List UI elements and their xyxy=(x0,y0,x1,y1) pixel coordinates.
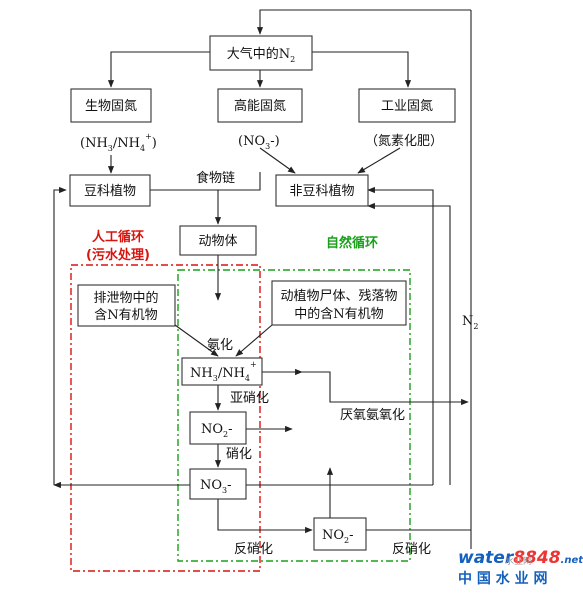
artificial-cycle-title: 人工循环 xyxy=(92,229,144,245)
svg-text:中的含N有机物: 中的含N有机物 xyxy=(294,306,383,322)
high-energy-product: (NO3-) xyxy=(238,134,280,151)
svg-text:NO3-: NO3- xyxy=(200,478,232,495)
node-non-legume-plants: 非豆科植物 xyxy=(275,174,369,207)
ammonification-label: 氨化 xyxy=(207,338,233,353)
node-plant-remains-organic-n: 动植物尸体、残落物 中的含N有机物 xyxy=(271,280,407,326)
food-chain-label: 食物链 xyxy=(196,170,235,186)
svg-text:大气中的N2: 大气中的N2 xyxy=(227,46,295,64)
node-excreta-organic-n: 排泄物中的 含N有机物 xyxy=(77,284,176,327)
svg-text:高能固氮: 高能固氮 xyxy=(234,98,286,114)
nitrification-label: 硝化 xyxy=(226,447,252,462)
svg-text:中 国 水 业 网: 中 国 水 业 网 xyxy=(458,570,548,587)
node-atmospheric-n2: 大气中的N2 xyxy=(209,35,313,71)
denitrification-label-right: 反硝化 xyxy=(392,542,431,557)
svg-text:NO2-: NO2- xyxy=(201,422,233,439)
node-biological-fixation: 生物固氮 xyxy=(70,88,152,123)
bio-fixation-product: (NH3/NH4+) xyxy=(80,132,157,153)
artificial-cycle-subtitle: (污水处理) xyxy=(86,247,150,263)
svg-text:豆科植物: 豆科植物 xyxy=(84,184,136,199)
industrial-product: （氮素化肥） xyxy=(365,134,443,149)
svg-text:动植物尸体、残落物: 动植物尸体、残落物 xyxy=(280,289,397,304)
svg-text:water8848.net: water8848.net xyxy=(458,548,583,568)
node-high-energy-fixation: 高能固氮 xyxy=(217,88,303,123)
nitritation-label: 亚硝化 xyxy=(230,391,269,406)
node-industrial-fixation: 工业固氮 xyxy=(358,88,456,123)
svg-text:生物固氮: 生物固氮 xyxy=(85,99,137,114)
node-legume-plants: 豆科植物 xyxy=(69,174,151,207)
denitrification-label-left: 反硝化 xyxy=(234,542,273,557)
node-nitrite-right: NO2- xyxy=(313,517,367,551)
watermark: water8848.net 中 国 水 业 网 水业网 xyxy=(458,548,583,587)
svg-text:NH3/NH4+: NH3/NH4+ xyxy=(190,360,257,383)
svg-text:动物体: 动物体 xyxy=(198,234,237,249)
svg-text:非豆科植物: 非豆科植物 xyxy=(289,184,354,199)
node-animal: 动物体 xyxy=(179,225,257,256)
natural-cycle-region xyxy=(177,269,411,562)
n2-return-label: N2 xyxy=(462,314,478,331)
svg-text:水业网: 水业网 xyxy=(505,555,532,567)
natural-cycle-title: 自然循环 xyxy=(326,235,378,251)
node-nitrite: NO2- xyxy=(189,411,247,445)
svg-text:含N有机物: 含N有机物 xyxy=(94,307,157,323)
node-nitrate: NO3- xyxy=(189,468,247,500)
edges xyxy=(53,9,472,549)
svg-text:工业固氮: 工业固氮 xyxy=(381,99,433,114)
node-ammonium: NH3/NH4+ xyxy=(181,357,263,386)
artificial-cycle-region xyxy=(70,264,261,572)
anammox-label: 厌氧氨氧化 xyxy=(340,408,405,423)
svg-text:排泄物中的: 排泄物中的 xyxy=(93,290,158,306)
svg-text:NO2-: NO2- xyxy=(322,528,354,545)
